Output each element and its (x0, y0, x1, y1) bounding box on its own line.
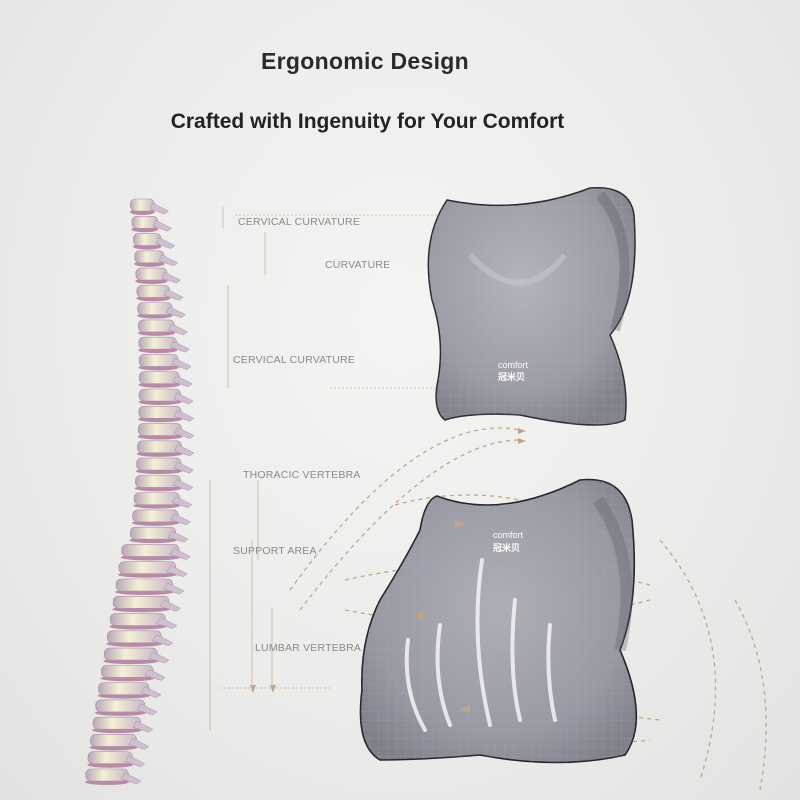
spine-process (169, 340, 190, 353)
spine-process (151, 634, 174, 647)
label-lumbar-vertebra: LUMBAR VERTEBRA (255, 642, 362, 654)
spine-process (166, 306, 186, 318)
spine-process (161, 271, 181, 284)
spine-process (148, 651, 170, 664)
spine-process (170, 513, 191, 526)
lumbar-pillow-logo: comfort (493, 530, 524, 540)
spine-process (156, 237, 176, 249)
spine-process (173, 461, 194, 474)
spine-process (169, 548, 191, 560)
spine-process (140, 686, 162, 698)
spine-process (162, 582, 185, 595)
spine-process (128, 738, 150, 750)
spine-process (168, 323, 189, 336)
spine-vertebra (109, 613, 166, 626)
spine-process (158, 254, 179, 267)
label-support-area: SUPPORT AREA (233, 545, 317, 557)
label-curvature: CURVATURE (325, 259, 391, 271)
spine-vertebra (121, 544, 180, 557)
spine-process (171, 358, 192, 370)
svg-text:冠米贝: 冠米贝 (493, 542, 520, 553)
spine-process (159, 599, 181, 612)
spine-vertebra (115, 578, 173, 592)
spine-process (173, 427, 195, 439)
spine-process (172, 375, 193, 388)
lumbar-pillow-image: comfort 冠米贝 (359, 478, 638, 764)
neck-pillow-image: comfort 冠米贝 (427, 186, 636, 426)
page-title: Ergonomic Design (261, 48, 469, 74)
spine-process (171, 496, 193, 508)
spine-process (136, 703, 158, 716)
page-subtitle: Crafted with Ingenuity for Your Comfort (170, 110, 565, 133)
spine-process (172, 479, 194, 491)
spine-process (132, 720, 154, 733)
spine-process (173, 409, 195, 422)
spine-process (173, 444, 195, 457)
label-thoracic-vertebra: THORACIC VERTEBRA (243, 469, 361, 481)
spine-process (124, 755, 146, 768)
spine-process (150, 202, 169, 215)
spine-process (155, 617, 178, 629)
label-cervical-curvature-mid: CERVICAL CURVATURE (233, 354, 356, 366)
spine-vertebra (118, 561, 177, 575)
spine-process (153, 219, 173, 232)
spine-process (173, 392, 194, 405)
label-cervical-curvature-top: CERVICAL CURVATURE (238, 216, 361, 228)
spine-vertebra (112, 595, 170, 609)
spine-process (165, 565, 188, 578)
spine-process (163, 289, 184, 301)
arrow-heads (250, 428, 526, 713)
spine-process (120, 772, 142, 785)
neck-pillow-logo: comfort (498, 360, 529, 370)
spine-process (167, 530, 189, 543)
spine-process (144, 669, 166, 681)
svg-text:冠米贝: 冠米贝 (498, 371, 525, 382)
spine-illustration (85, 198, 195, 785)
